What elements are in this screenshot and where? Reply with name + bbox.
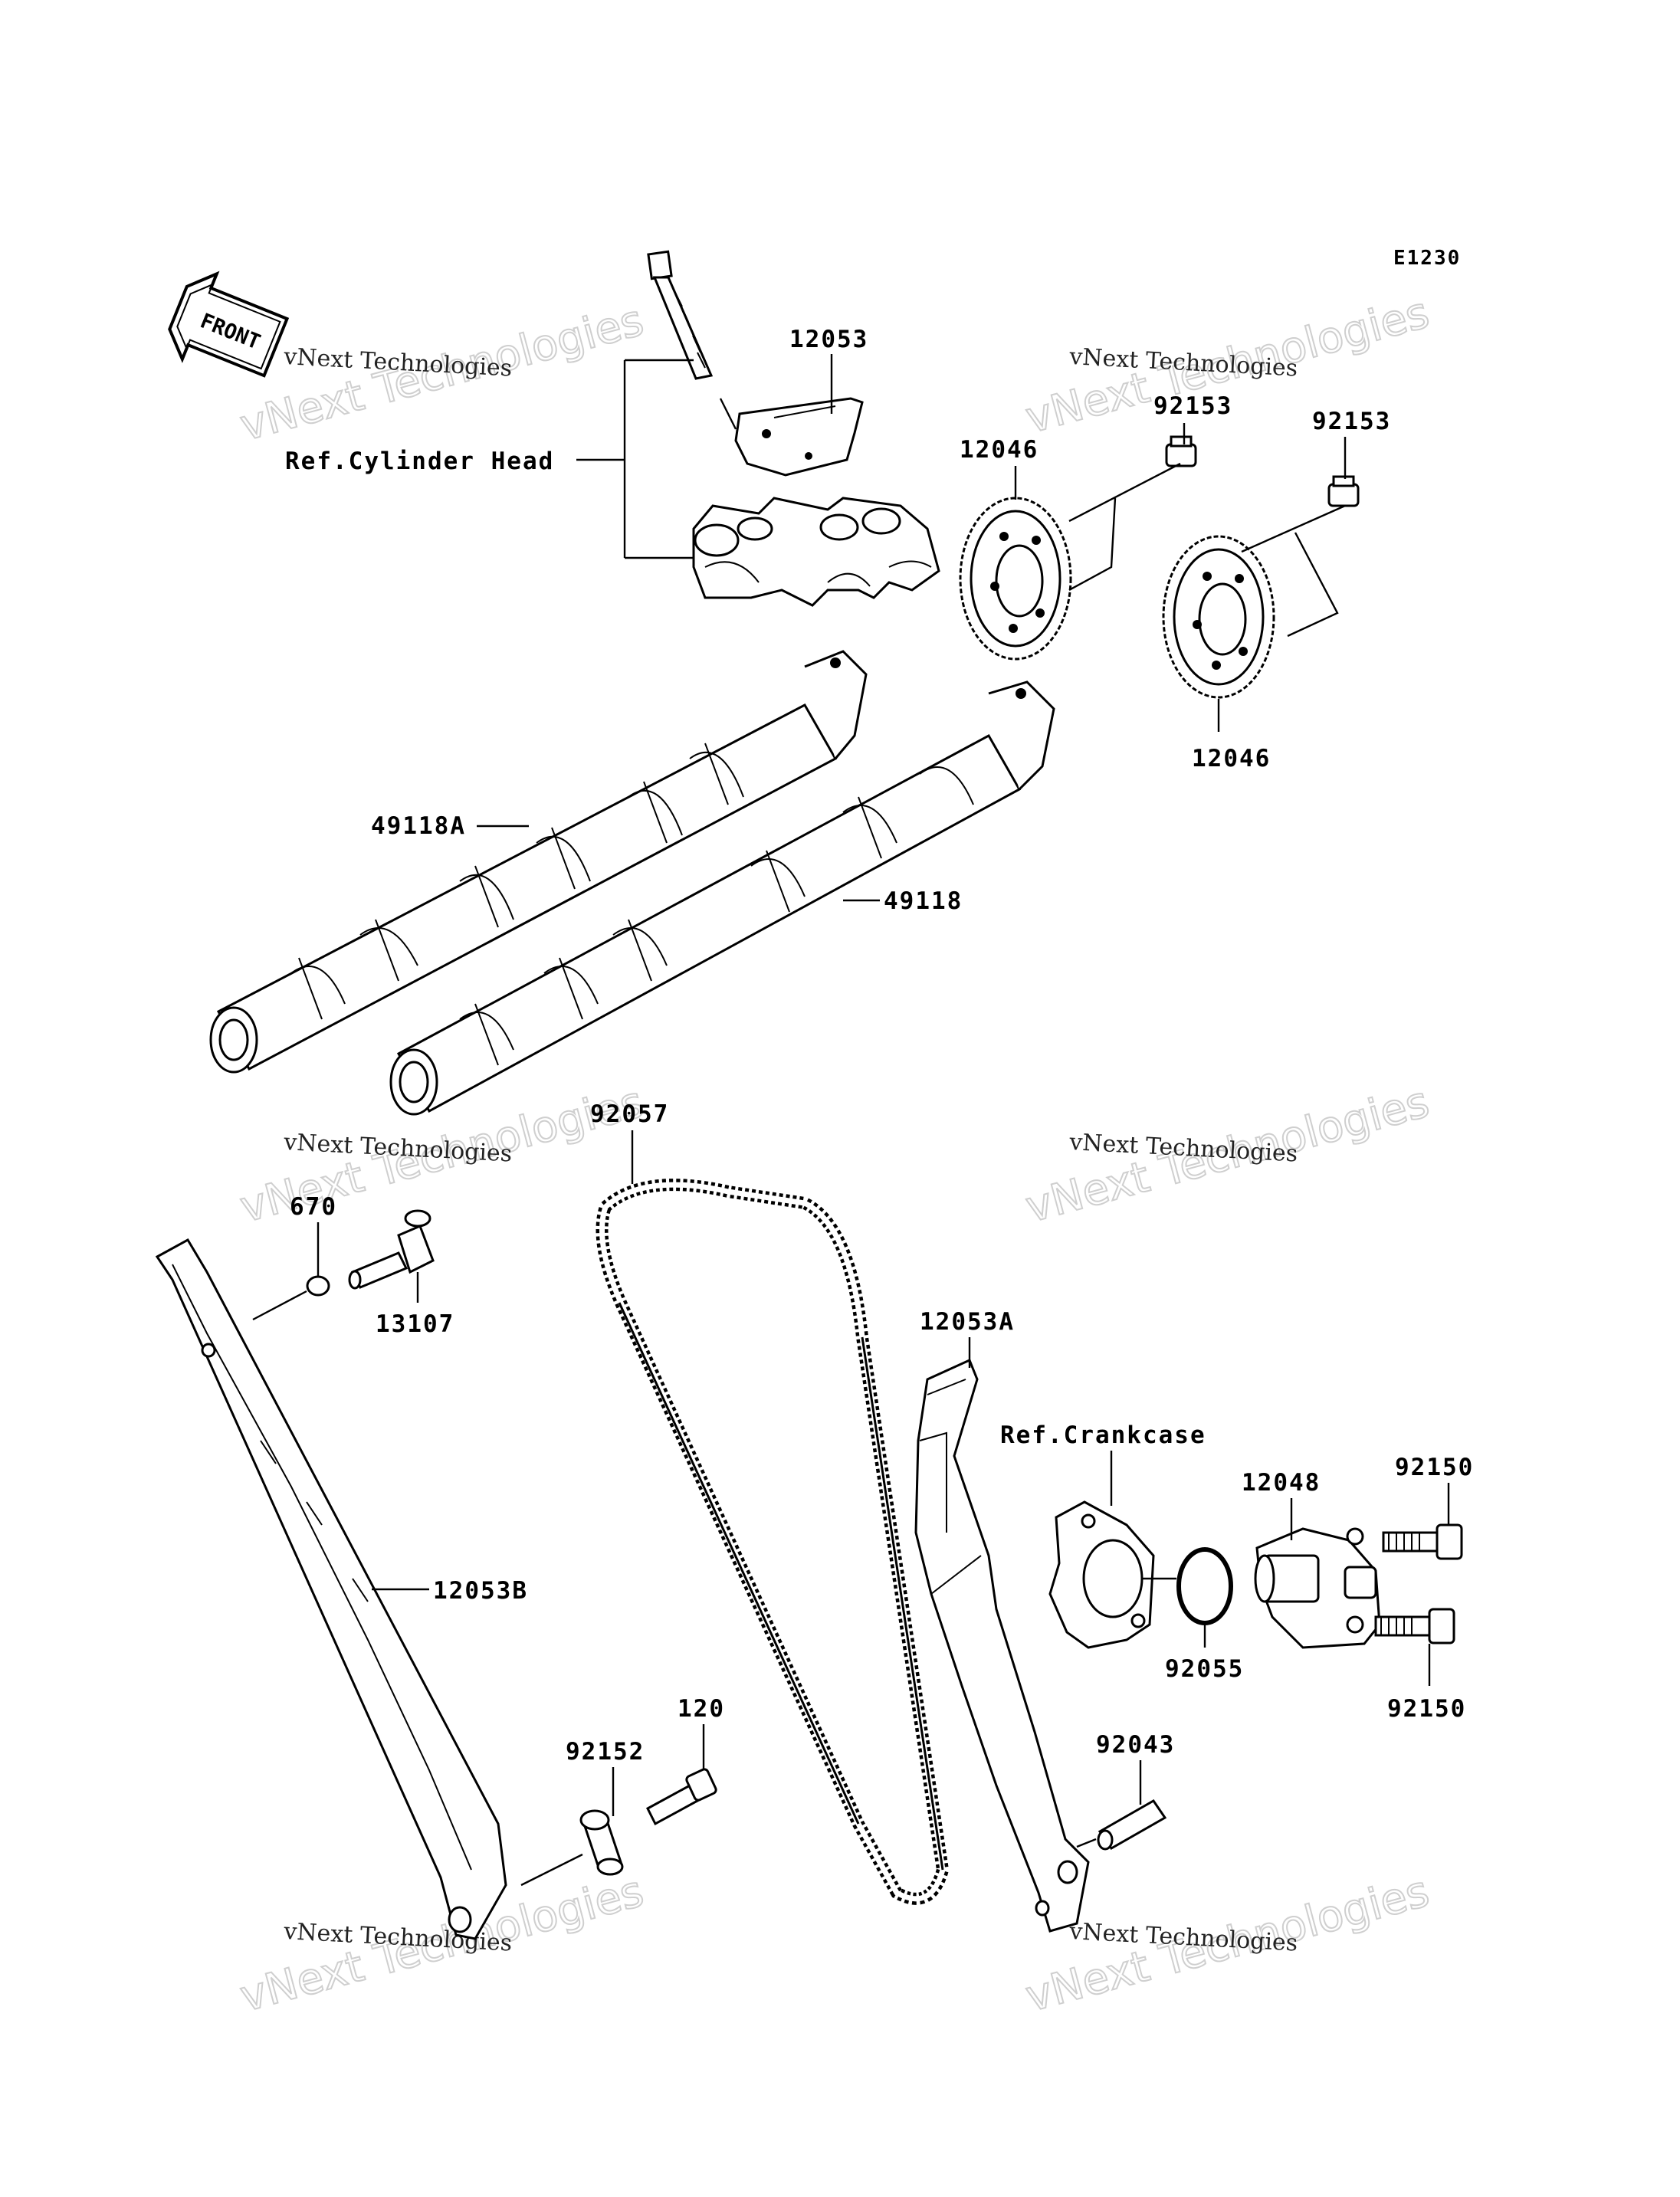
ref-crankcase-label: Ref.Crankcase [1000, 1421, 1206, 1449]
part-label-92150-upper: 92150 [1395, 1454, 1474, 1481]
bolt-120 [646, 1768, 717, 1826]
chain-tensioner-12048 [1254, 1527, 1381, 1649]
camshaft-cap-12053 [734, 397, 864, 477]
diagram-code: E1230 [1393, 247, 1461, 270]
crankcase-boss [1048, 1500, 1155, 1649]
cam-sprocket-upper [959, 497, 1072, 661]
tensioner-guide-12053A [914, 1358, 1090, 1933]
camshaft-exhaust-49118 [389, 680, 1055, 1116]
part-label-12046-upper: 12046 [960, 436, 1039, 464]
part-label-12046-lower: 12046 [1192, 745, 1271, 772]
front-arrow-icon: FRONT [168, 271, 290, 378]
collar-92152 [579, 1809, 624, 1876]
cam-chain-92057 [596, 1179, 950, 1905]
part-label-13107: 13107 [376, 1310, 454, 1338]
camshaft-intake-49118A [209, 650, 868, 1074]
part-label-92153-lower: 92153 [1312, 408, 1391, 435]
cylinder-head-bracket [623, 359, 694, 559]
part-label-92152: 92152 [566, 1738, 645, 1766]
bolt-92150-lower [1374, 1608, 1455, 1644]
watermark-middle-right: vNext Technologies vNext Technologies [1020, 1077, 1436, 1234]
sprocket-bolt-upper [1165, 435, 1197, 467]
part-label-12053A: 12053A [920, 1308, 1015, 1336]
part-label-92150-lower: 92150 [1387, 1695, 1466, 1723]
camshaft-cap-bolt [647, 250, 714, 380]
part-label-12053B: 12053B [433, 1577, 528, 1605]
chain-guide-12053B [155, 1238, 507, 1940]
cam-sprocket-lower [1162, 535, 1275, 699]
part-label-92057: 92057 [590, 1100, 669, 1128]
watermark-bottom-left: vNext Technologies vNext Technologies [235, 1866, 650, 2023]
o-ring-670 [306, 1275, 330, 1297]
part-label-92055: 92055 [1165, 1655, 1244, 1683]
part-label-92043: 92043 [1096, 1731, 1175, 1759]
part-label-92153-upper: 92153 [1153, 392, 1232, 420]
bolt-92150-upper [1382, 1523, 1463, 1560]
ref-cylinder-head-label: Ref.Cylinder Head [285, 448, 554, 475]
pin-92043 [1097, 1799, 1167, 1851]
sprocket-bolt-lower [1327, 475, 1360, 507]
part-label-670: 670 [290, 1193, 337, 1221]
guide-pin-13107 [348, 1209, 435, 1290]
part-label-49118A: 49118A [371, 812, 466, 840]
part-label-120: 120 [678, 1695, 725, 1723]
cylinder-head-holder [692, 497, 940, 607]
watermark-top-left: vNext Technologies vNext Technologies [235, 295, 650, 452]
part-label-12048: 12048 [1242, 1469, 1321, 1497]
part-label-49118: 49118 [884, 887, 963, 915]
part-label-12053: 12053 [789, 326, 868, 353]
o-ring-92055 [1176, 1547, 1233, 1625]
